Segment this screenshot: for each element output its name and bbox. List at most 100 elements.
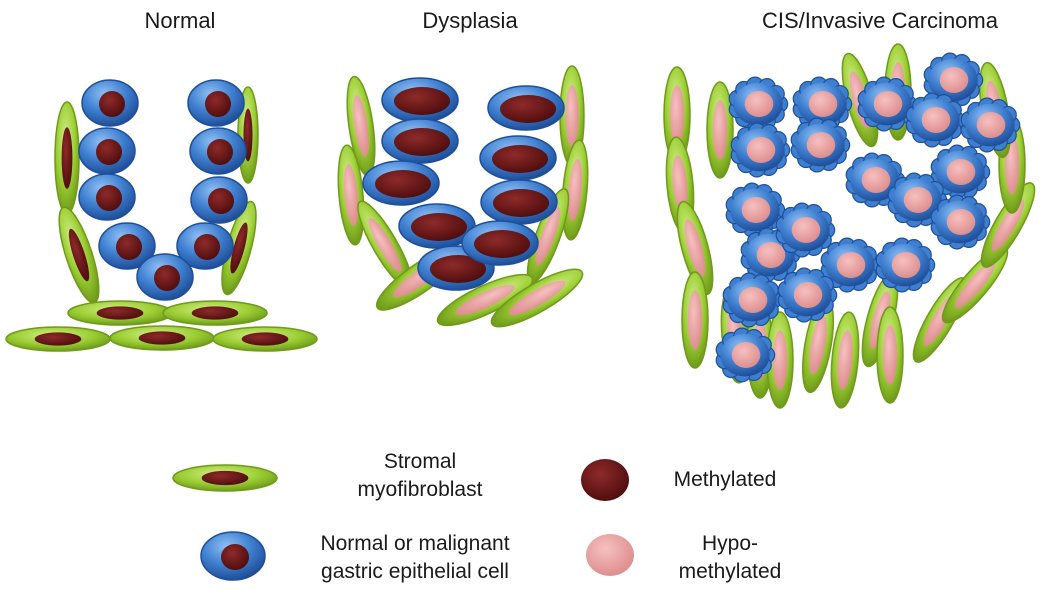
methylated-dot-icon	[581, 459, 629, 501]
stromal-cell	[67, 300, 173, 326]
hypomethylated-nucleus	[343, 164, 359, 226]
methylated-nucleus	[474, 230, 530, 258]
stromal-cell	[706, 81, 734, 179]
methylated-nucleus	[34, 332, 82, 346]
hypomethylated-nucleus	[808, 91, 838, 117]
hypomethylated-nucleus	[882, 325, 898, 385]
methylated-nucleus	[96, 139, 122, 165]
hypomethylated-nucleus	[669, 85, 685, 145]
hypomethylated-nucleus	[903, 187, 933, 213]
epithelial-cell-icon	[200, 531, 266, 581]
stromal-cell	[681, 271, 709, 369]
stromal-cell	[676, 200, 714, 296]
hypomethylated-nucleus	[869, 291, 891, 349]
stromal-cell	[436, 273, 534, 327]
malignant-cell	[728, 76, 789, 132]
hypomethylated-nucleus	[565, 85, 579, 147]
stromal-cell	[162, 300, 268, 326]
hypomethylated-nucleus	[946, 209, 976, 235]
hypomethylated-nucleus	[806, 132, 836, 158]
legend-hypo-line2: methylated	[678, 560, 782, 583]
stromal-cell	[58, 206, 100, 304]
hypomethylated-nucleus	[455, 284, 515, 316]
panel-title-dysplasia: Dysplasia	[422, 8, 518, 33]
hypomethylated-nucleus	[861, 167, 891, 193]
hypomethylated-nucleus	[809, 315, 827, 375]
legend-stromal-line2: myofibroblast	[357, 478, 483, 501]
legend-stromal-line1: Stromal	[383, 450, 457, 473]
methylated-nucleus	[154, 265, 180, 291]
stromal-cell	[109, 325, 215, 351]
methylated-nucleus	[208, 188, 234, 214]
malignant-cell	[857, 76, 918, 132]
panel-title-carcinoma: CIS/Invasive Carcinoma	[762, 8, 998, 33]
methylated-nucleus	[411, 213, 467, 241]
epithelial-cell	[381, 77, 459, 123]
hypomethylated-dot-icon	[586, 534, 634, 576]
epithelial-cell	[461, 220, 539, 266]
malignant-cell	[722, 272, 783, 328]
epithelial-cell	[78, 127, 136, 175]
stromal-cell	[490, 268, 584, 328]
epithelial-cell	[190, 176, 248, 224]
malignant-cell	[790, 117, 851, 173]
methylated-nucleus	[96, 185, 122, 211]
hypomethylated-nucleus	[672, 155, 688, 215]
legend-hypo-line1: Hypo-	[701, 532, 759, 555]
methylated-nucleus	[96, 306, 144, 320]
methylated-nucleus	[138, 331, 186, 345]
hypomethylated-nucleus	[939, 67, 969, 93]
hypomethylated-nucleus	[921, 107, 951, 133]
methylated-nucleus	[201, 470, 249, 486]
legend-methylated-label: Methylated	[673, 468, 777, 491]
epithelial-cell	[81, 79, 139, 127]
hypomethylated-nucleus	[687, 290, 703, 350]
normal-panel	[5, 79, 318, 352]
stromal-cell	[337, 144, 365, 246]
legend-icons	[172, 459, 634, 581]
malignant-cell	[777, 267, 838, 323]
legend-stromal-label: Stromal myofibroblast	[340, 448, 500, 504]
methylated-nucleus	[221, 544, 249, 570]
malignant-cell	[930, 194, 991, 250]
epithelial-cell	[479, 135, 557, 181]
methylated-nucleus	[230, 222, 248, 274]
hypomethylated-nucleus	[791, 217, 821, 243]
hypomethylated-nucleus	[741, 197, 771, 223]
hypomethylated-nucleus	[738, 287, 768, 313]
hypomethylated-nucleus	[976, 112, 1006, 138]
legend-epithelial-line2: gastric epithelial cell	[321, 560, 509, 583]
malignant-cell	[725, 182, 786, 238]
methylated-nucleus	[394, 87, 450, 115]
hypomethylated-nucleus	[991, 198, 1025, 252]
methylated-nucleus	[394, 128, 450, 156]
epithelial-cell	[189, 127, 247, 175]
epithelial-cell	[98, 222, 156, 270]
epithelial-cell	[176, 222, 234, 270]
malignant-cell	[905, 92, 966, 148]
methylated-nucleus	[191, 306, 239, 320]
methylated-nucleus	[241, 332, 289, 346]
hypomethylated-nucleus	[731, 342, 761, 368]
epithelial-cell	[78, 173, 136, 221]
hypomethylated-nucleus	[873, 91, 903, 117]
stromal-cell	[830, 311, 860, 409]
legend-epithelial-label: Normal or malignant gastric epithelial c…	[280, 530, 550, 586]
hypomethylated-nucleus	[712, 100, 728, 160]
malignant-cell	[960, 97, 1021, 153]
methylated-nucleus	[493, 189, 549, 217]
stromal-cell	[5, 326, 111, 352]
malignant-cell	[930, 144, 991, 200]
epithelial-cell	[398, 203, 476, 249]
malignant-cell	[775, 202, 836, 258]
methylated-nucleus	[375, 170, 431, 198]
stromal-cell	[876, 306, 904, 404]
epithelial-cell	[487, 85, 565, 131]
methylated-nucleus	[205, 91, 231, 117]
hypomethylated-nucleus	[567, 159, 583, 221]
hypomethylated-nucleus	[793, 282, 823, 308]
hypomethylated-nucleus	[836, 252, 866, 278]
panel-title-normal: Normal	[144, 8, 216, 33]
malignant-cell	[820, 237, 881, 293]
hypomethylated-nucleus	[684, 219, 706, 277]
